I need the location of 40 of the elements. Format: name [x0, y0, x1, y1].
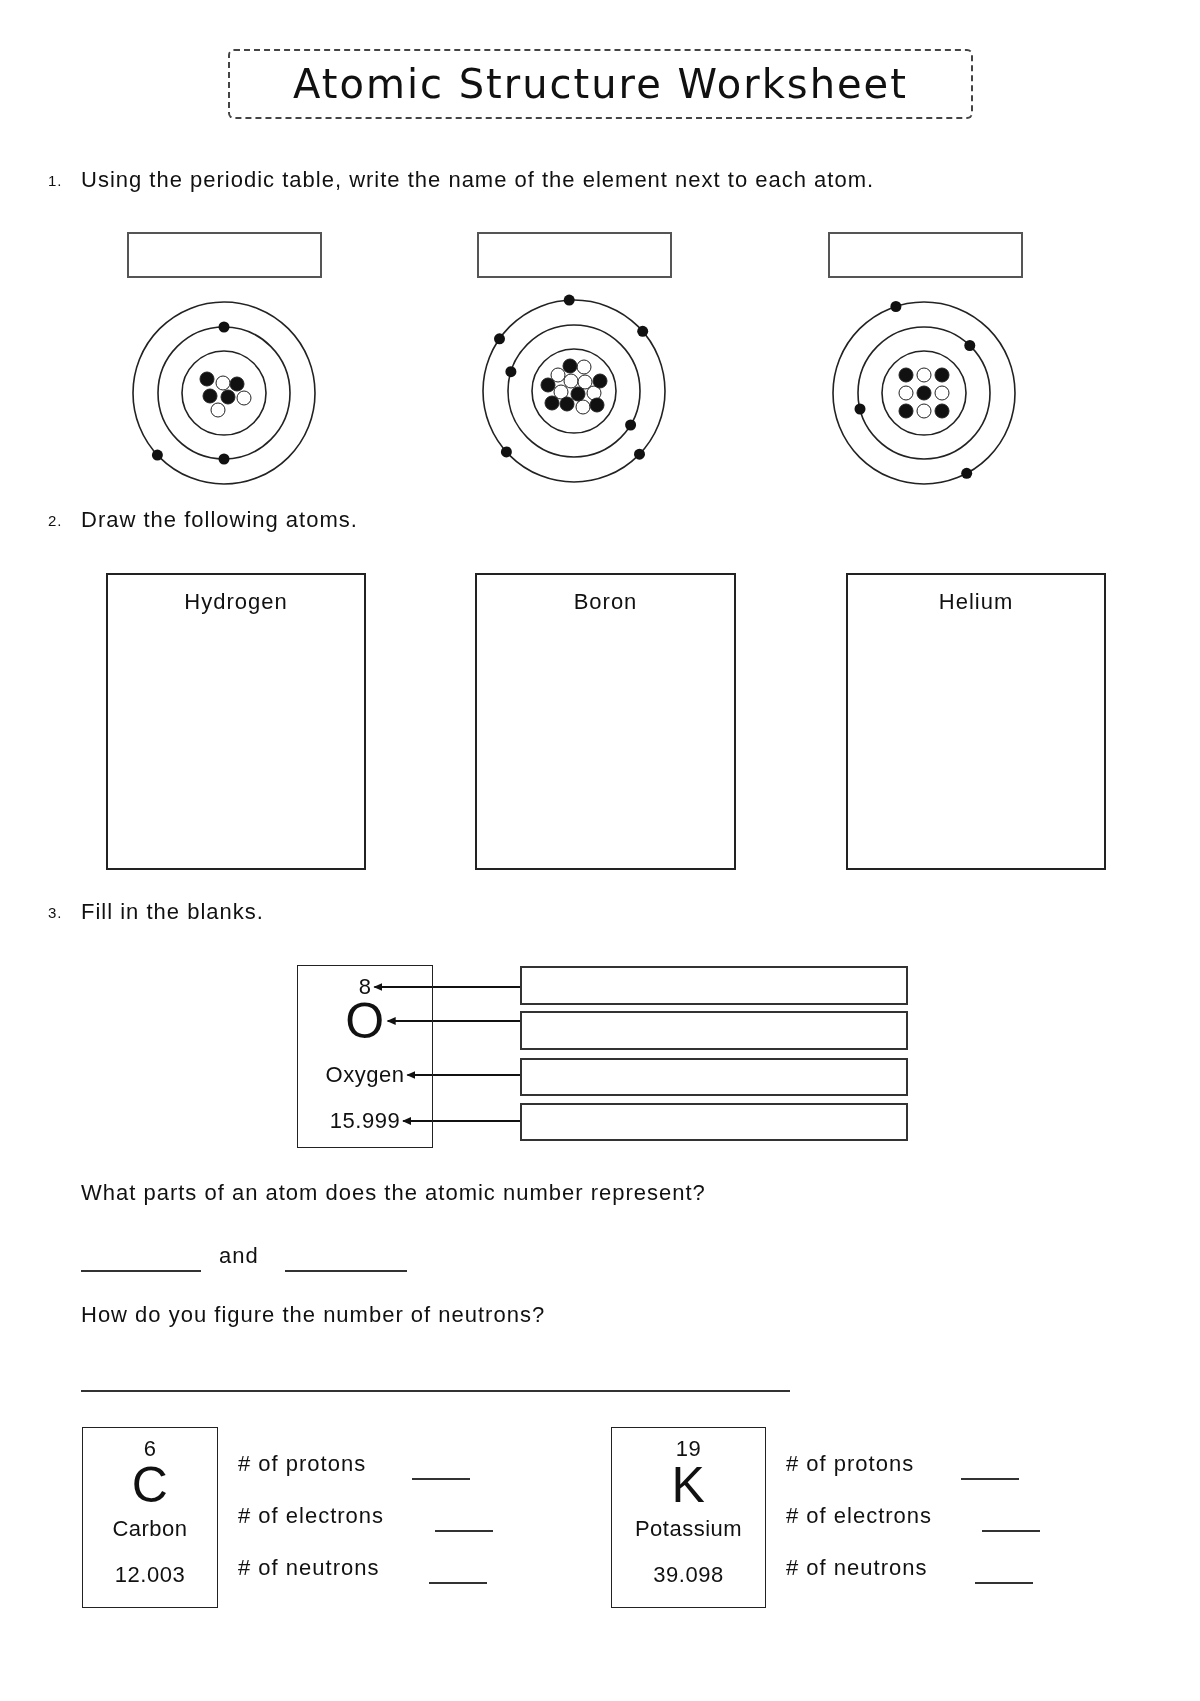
box-heading: Helium	[938, 589, 1014, 615]
title: Atomic Structure Worksheet	[228, 49, 973, 119]
answer-box	[520, 1011, 908, 1050]
question-number: 3.	[48, 904, 63, 921]
question-number: 2.	[48, 512, 63, 529]
question-text: Draw the following atoms.	[81, 507, 358, 533]
drawing-box	[846, 573, 1106, 870]
box-heading: Boron	[573, 589, 638, 615]
arrow	[373, 983, 521, 991]
arrow	[406, 1071, 521, 1079]
drawing-box	[106, 573, 366, 870]
answer-box	[520, 1058, 908, 1096]
element-name: Oxygen	[325, 1062, 405, 1088]
element-name: Carbon	[112, 1516, 188, 1542]
question-text: What parts of an atom does the atomic number represent?	[81, 1180, 706, 1206]
question-text: Fill in the blanks.	[81, 899, 264, 925]
question-text: # of protons	[238, 1451, 367, 1477]
element-card	[82, 1427, 218, 1608]
question-text: Using the periodic table, write the name of the element next to each atom.	[81, 167, 875, 193]
question-text: # of neutrons	[786, 1555, 928, 1581]
atomic-number: 8	[358, 974, 372, 1000]
element-name: Potassium	[634, 1516, 743, 1542]
answer-box	[520, 966, 908, 1005]
element-card	[297, 965, 433, 1148]
question-number: 1.	[48, 172, 63, 189]
arrow	[386, 1017, 521, 1025]
question-text: How do you figure the number of neutrons?	[81, 1302, 546, 1328]
drawing-box	[475, 573, 736, 870]
question-text: # of protons	[786, 1451, 915, 1477]
arrow	[402, 1117, 521, 1125]
question-text: # of neutrons	[238, 1555, 380, 1581]
atomic-mass: 15.999	[329, 1108, 401, 1134]
box-heading: Hydrogen	[184, 589, 288, 615]
element-card	[611, 1427, 766, 1608]
atomic-mass: 12.003	[114, 1562, 186, 1588]
atomic-mass: 39.098	[653, 1562, 724, 1588]
answer-box	[520, 1103, 908, 1141]
question-text: # of electrons	[786, 1503, 933, 1529]
connector-word: and	[219, 1243, 259, 1269]
question-text: # of electrons	[238, 1503, 385, 1529]
